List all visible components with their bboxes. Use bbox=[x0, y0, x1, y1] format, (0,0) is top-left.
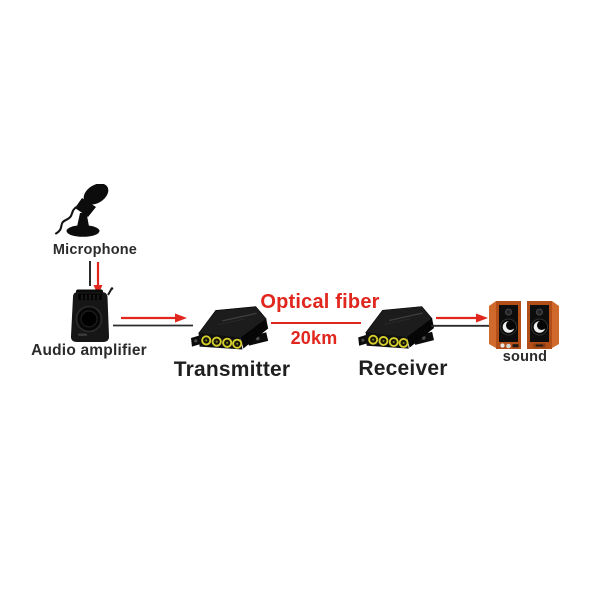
speaker-left bbox=[489, 301, 521, 349]
optical-fiber-label: Optical fiber bbox=[260, 291, 380, 313]
sound-label: sound bbox=[502, 349, 548, 365]
arrow-right-amplifier-to-transmitter bbox=[113, 313, 193, 327]
rca-jacks bbox=[368, 334, 409, 348]
arrow-right-receiver-to-sound bbox=[431, 313, 491, 327]
microphone-icon bbox=[54, 184, 109, 237]
transmitter-label: Transmitter bbox=[173, 358, 291, 381]
rca-jacks bbox=[201, 335, 243, 349]
microphone-label: Microphone bbox=[52, 242, 138, 258]
audio-amplifier-label: Audio amplifier bbox=[31, 342, 147, 359]
speakers-icon bbox=[489, 301, 559, 349]
audio-amplifier-icon bbox=[70, 287, 114, 342]
receiver-label: Receiver bbox=[358, 357, 448, 380]
receiver-fiber-converter-icon bbox=[358, 306, 434, 349]
fiber-distance-label: 20km bbox=[290, 328, 338, 348]
speaker-right bbox=[527, 301, 559, 349]
fiber-link-line bbox=[271, 322, 361, 324]
transmitter-fiber-converter-icon bbox=[191, 306, 269, 350]
